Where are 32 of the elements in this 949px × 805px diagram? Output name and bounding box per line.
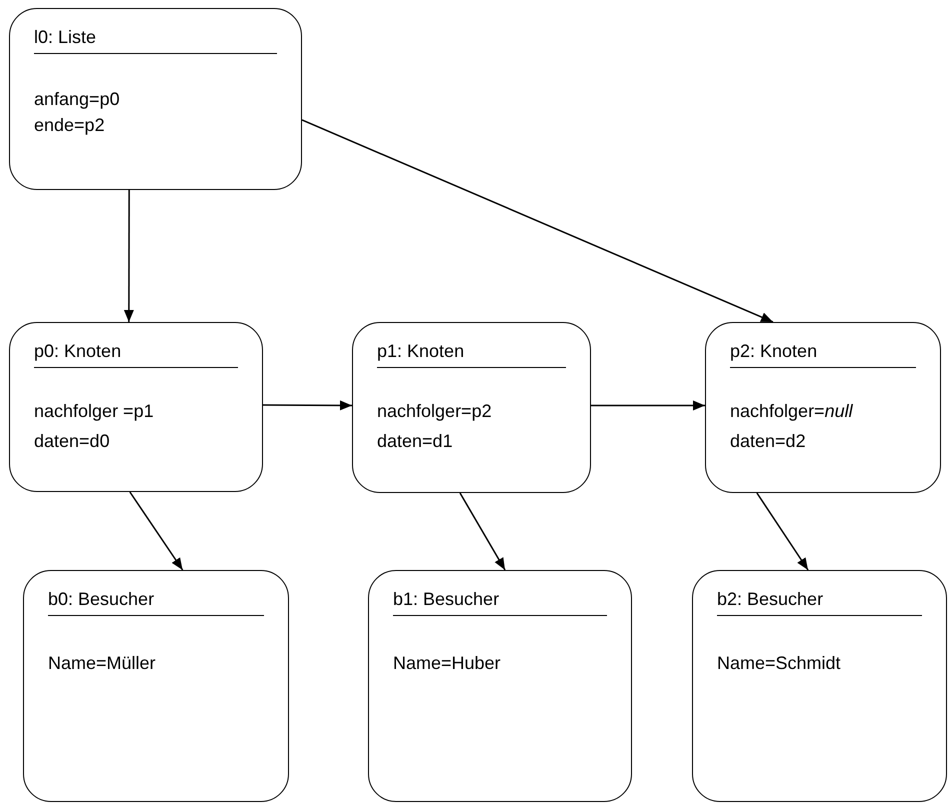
object-name: b2: Besucher xyxy=(717,589,824,610)
object-name: p2: Knoten xyxy=(730,341,818,362)
object-box xyxy=(23,570,289,802)
attribute-text: nachfolger=p2 xyxy=(377,401,492,422)
arrow xyxy=(459,492,506,570)
attribute-text: Name=Müller xyxy=(48,653,156,674)
attribute-text: nachfolger =p1 xyxy=(34,401,154,422)
arrow xyxy=(302,119,774,323)
arrow xyxy=(756,492,809,570)
arrow xyxy=(124,190,134,322)
attribute-text: anfang=p0 xyxy=(34,89,120,110)
attribute-text: ende=p2 xyxy=(34,115,105,136)
attribute-text: nachfolger=null xyxy=(730,401,853,422)
object-name: b1: Besucher xyxy=(393,589,500,610)
object-box xyxy=(705,322,941,493)
object-name: p1: Knoten xyxy=(377,341,464,362)
object-box xyxy=(9,322,263,492)
attribute-text: Name=Huber xyxy=(393,653,501,674)
attribute-text: daten=d0 xyxy=(34,431,110,452)
arrow xyxy=(129,492,184,570)
arrow xyxy=(591,400,705,410)
arrow xyxy=(263,400,352,410)
object-name: b0: Besucher xyxy=(48,589,154,610)
object-box xyxy=(692,570,947,802)
object-box xyxy=(352,322,591,493)
object-box xyxy=(9,8,302,190)
attribute-text: Name=Schmidt xyxy=(717,653,841,674)
attribute-text: daten=d2 xyxy=(730,431,806,452)
attribute-text: daten=d1 xyxy=(377,431,453,452)
object-box xyxy=(368,570,632,802)
object-name: l0: Liste xyxy=(34,27,96,48)
object-name: p0: Knoten xyxy=(34,341,122,362)
